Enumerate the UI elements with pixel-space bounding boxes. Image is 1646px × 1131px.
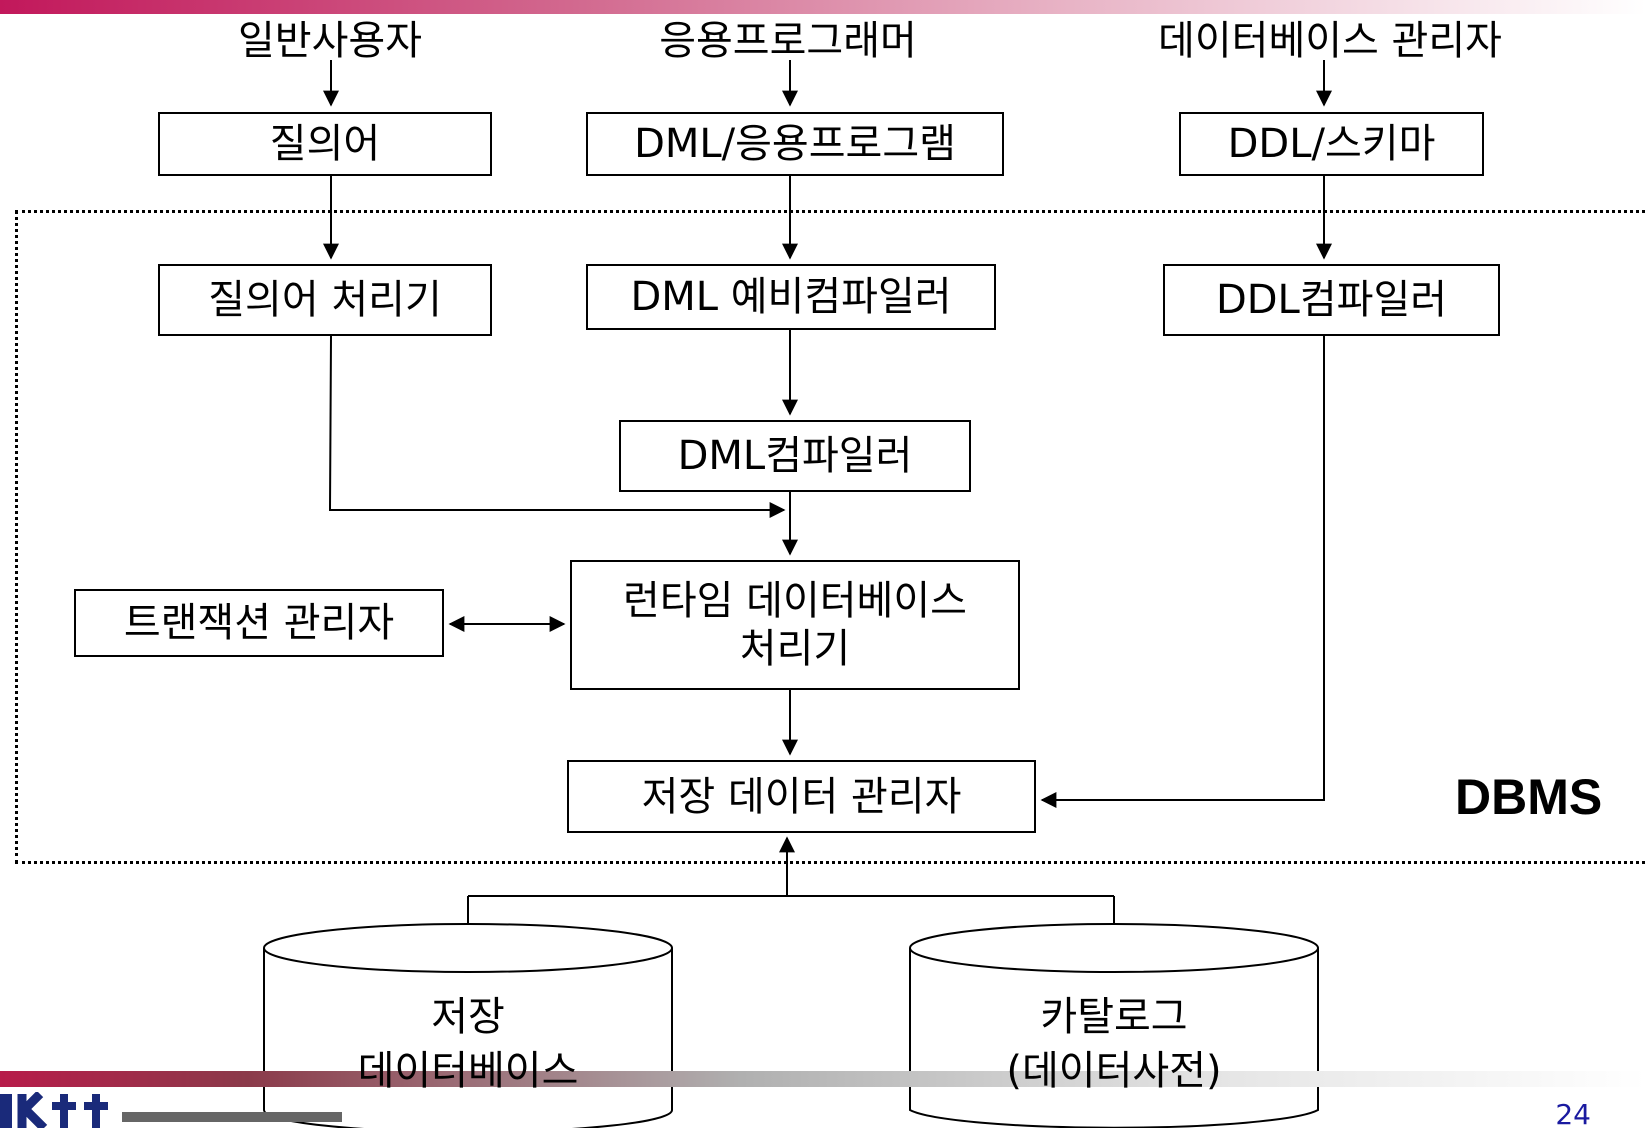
page-number: 24 (1555, 1098, 1591, 1131)
dml-precompiler-box: DML 예비컴파일러 (586, 264, 996, 330)
ddl-schema-box: DDL/스키마 (1179, 112, 1484, 176)
transaction-manager-box: 트랜잭션 관리자 (74, 589, 444, 657)
dml-app-program-box: DML/응용프로그램 (586, 112, 1004, 176)
ddl-compiler-box: DDL컴파일러 (1163, 264, 1500, 336)
role-end-user: 일반사용자 (238, 18, 422, 64)
dbms-boundary (15, 210, 1646, 864)
dbms-label: DBMS (1455, 769, 1603, 825)
arrow-ddl-compiler-to-stored-data-manager (1040, 336, 1325, 808)
role-app-programmer: 응용프로그래머 (659, 18, 917, 64)
query-processor-box: 질의어 처리기 (158, 264, 492, 336)
stored-data-manager-box: 저장 데이터 관리자 (567, 760, 1036, 833)
top-accent-bar (0, 0, 1646, 14)
logo-icon (0, 1092, 342, 1128)
query-language-box: 질의어 (158, 112, 492, 176)
runtime-db-processor-box: 런타임 데이터베이스 처리기 (570, 560, 1020, 690)
stored-database-label: 저장 데이터베이스 (357, 994, 579, 1094)
role-dba: 데이터베이스 관리자 (1158, 18, 1502, 64)
catalog-label: 카탈로그 (데이터사전) (1006, 994, 1222, 1094)
bottom-accent-bar (0, 1071, 1646, 1087)
dml-compiler-box: DML컴파일러 (619, 420, 971, 492)
arrow-query-processor-to-runtime (328, 335, 786, 518)
